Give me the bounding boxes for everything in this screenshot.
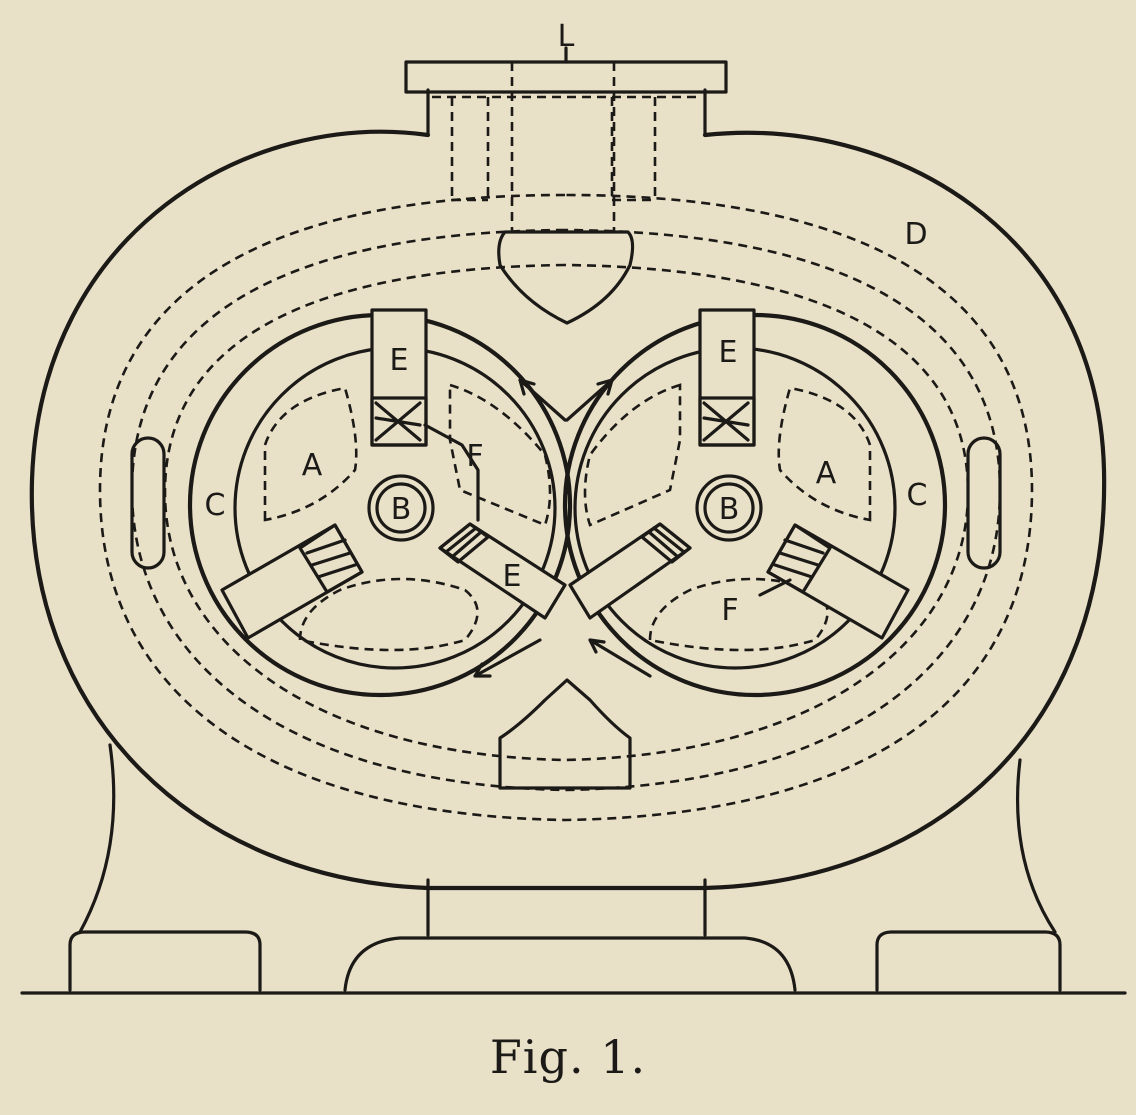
right-pocket-a bbox=[777, 386, 872, 522]
right-vane-lower-right bbox=[766, 523, 910, 640]
figure-caption: Fig. 1. bbox=[489, 1030, 647, 1084]
left-vane-top bbox=[370, 308, 428, 447]
right-pocket-left bbox=[583, 383, 682, 527]
right-vane-lower-left bbox=[568, 522, 692, 620]
label-c-left: C bbox=[205, 488, 226, 523]
label-f-left: F bbox=[466, 439, 483, 474]
outer-casing bbox=[29, 129, 1107, 891]
left-vane-lower-left bbox=[220, 523, 364, 640]
channel-ring-inner bbox=[163, 263, 970, 762]
label-c-right: C bbox=[907, 478, 928, 513]
flow-arrow-bottom-left bbox=[473, 638, 542, 678]
label-f-right: F bbox=[721, 593, 738, 628]
flow-arrow-bottom-right bbox=[588, 638, 652, 678]
label-a-right: A bbox=[816, 456, 837, 491]
outlet-flange bbox=[404, 60, 728, 94]
left-pocket-f bbox=[448, 383, 552, 527]
label-b-left: B bbox=[391, 492, 412, 527]
channel-ring-middle bbox=[130, 228, 1002, 792]
label-d: D bbox=[904, 217, 927, 252]
label-e-right-top: E bbox=[719, 335, 738, 370]
channel-ring-outer bbox=[98, 193, 1034, 822]
bottom-partition-block bbox=[498, 678, 632, 790]
label-e-left-top: E bbox=[390, 343, 409, 378]
left-pocket-bottom bbox=[298, 577, 479, 652]
left-vane-lower-right bbox=[438, 522, 567, 620]
label-a-left: A bbox=[302, 448, 323, 483]
right-leg-outer bbox=[1015, 758, 1057, 934]
center-passage bbox=[510, 62, 616, 232]
label-b-right: B bbox=[719, 492, 740, 527]
left-side-port bbox=[130, 436, 166, 570]
label-l: L bbox=[558, 19, 575, 54]
flow-arrow-top-right bbox=[565, 378, 614, 422]
top-partition-wedge bbox=[497, 230, 635, 325]
outlet-passage bbox=[432, 95, 700, 202]
label-f-leader-right bbox=[758, 578, 792, 597]
left-leg-outer bbox=[78, 743, 116, 934]
right-side-port bbox=[966, 436, 1002, 570]
left-foot bbox=[68, 930, 262, 992]
label-e-left-lower: E bbox=[503, 559, 522, 594]
left-shaft-b bbox=[375, 482, 427, 534]
right-vane-top bbox=[698, 308, 756, 447]
right-shaft-hub bbox=[695, 474, 763, 542]
right-shaft-b bbox=[703, 482, 755, 534]
left-pocket-a bbox=[263, 386, 358, 522]
center-foot bbox=[343, 936, 797, 992]
right-foot bbox=[875, 930, 1062, 992]
flow-arrow-top-left bbox=[518, 378, 567, 422]
left-shaft-hub bbox=[367, 474, 435, 542]
label-f-leader-left bbox=[423, 423, 480, 522]
outlet-neck bbox=[426, 88, 707, 137]
